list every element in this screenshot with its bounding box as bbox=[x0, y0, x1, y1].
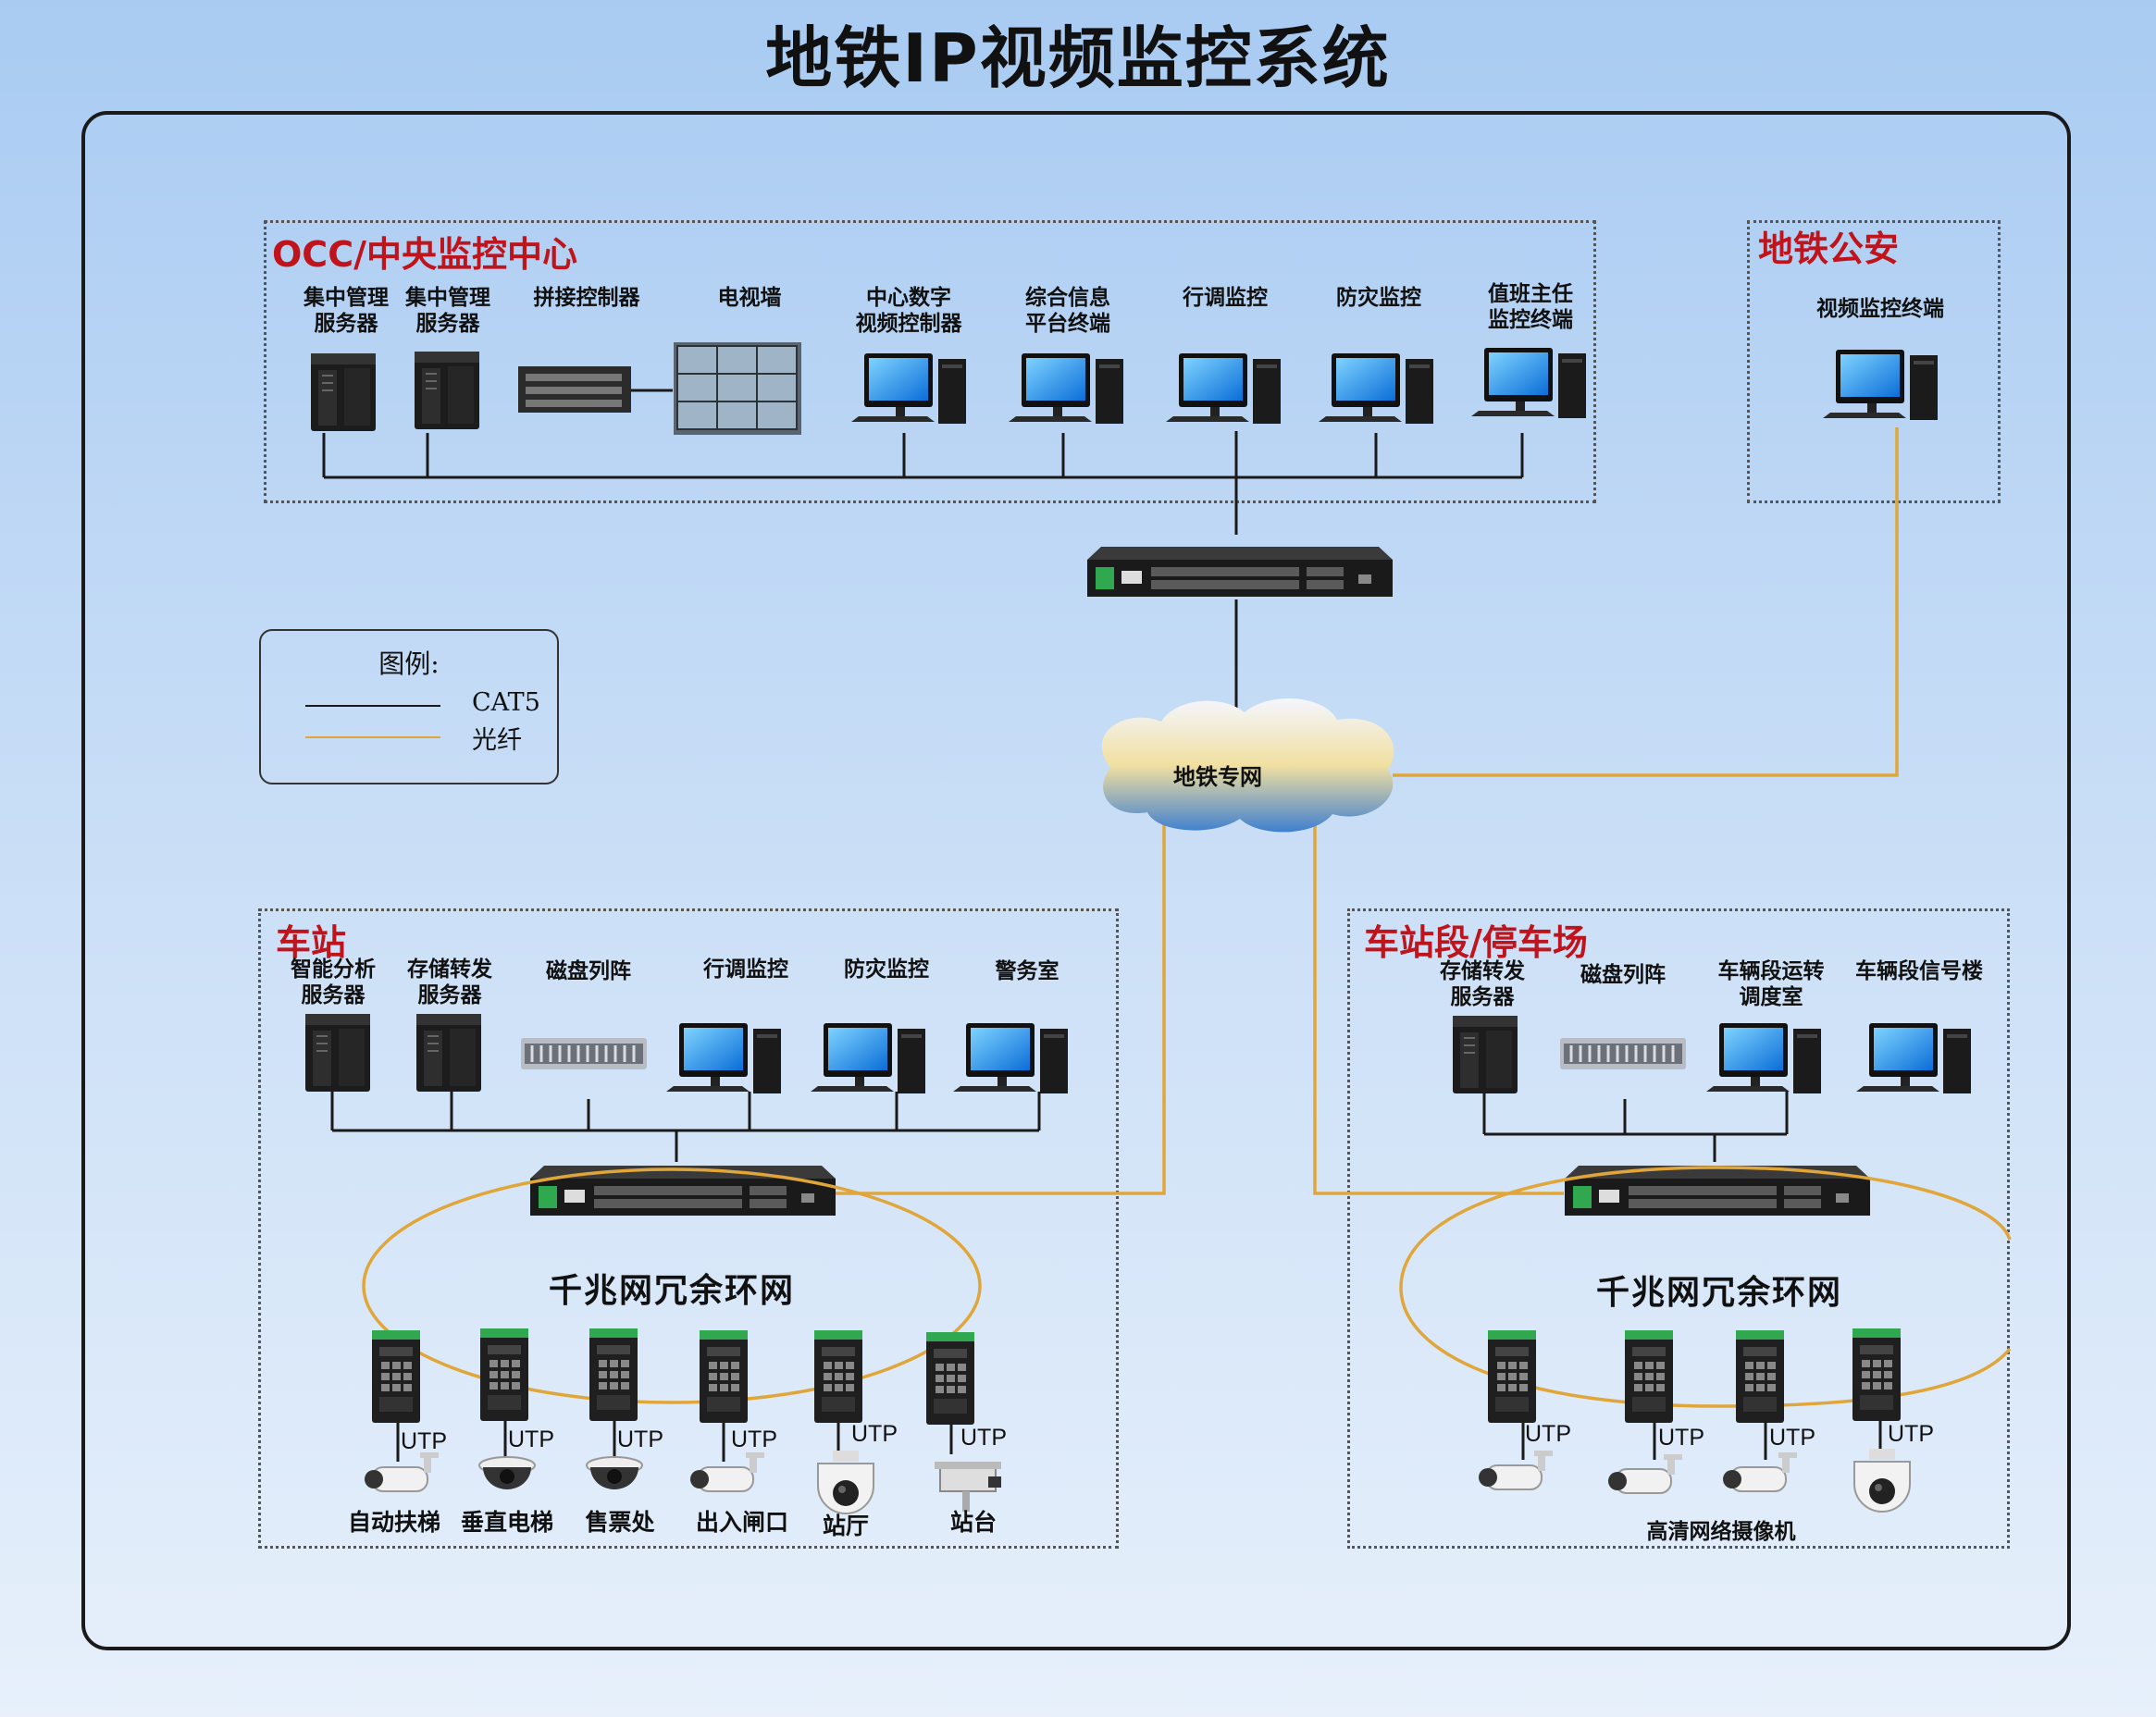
metro-network-label: 地铁专网 bbox=[1173, 764, 1262, 790]
occ-device-label: 值班主任 监控终端 bbox=[1488, 282, 1573, 332]
station-device-label: 行调监控 bbox=[703, 957, 788, 982]
station-utp-label: UTP bbox=[401, 1428, 447, 1454]
station-camera-label: 自动扶梯 bbox=[347, 1509, 441, 1536]
station-device-label: 磁盘列阵 bbox=[546, 959, 631, 983]
legend-fiber-line bbox=[305, 736, 440, 738]
metro-network-cloud bbox=[1101, 698, 1394, 833]
occ-device-label: 集中管理 服务器 bbox=[405, 286, 490, 336]
station-utp-label: UTP bbox=[960, 1425, 1007, 1451]
depot-device-label: 车辆段信号楼 bbox=[1855, 959, 1983, 983]
depot-device-label: 存储转发 服务器 bbox=[1440, 959, 1525, 1009]
occ-zone bbox=[264, 220, 1596, 503]
station-camera-label: 出入闸口 bbox=[695, 1509, 789, 1536]
station-zone bbox=[258, 908, 1119, 1549]
system-frame bbox=[81, 111, 2071, 1650]
station-camera-label: 垂直电梯 bbox=[460, 1509, 554, 1536]
occ-device-label: 综合信息 平台终端 bbox=[1025, 286, 1110, 336]
station-utp-label: UTP bbox=[508, 1427, 554, 1452]
station-device-label: 防灾监控 bbox=[844, 957, 929, 982]
police-zone bbox=[1747, 220, 2001, 503]
legend-box: 图例: CAT5 光纤 bbox=[259, 629, 559, 784]
page-title: 地铁IP视频监控系统 bbox=[765, 19, 1391, 97]
station-device-label: 警务室 bbox=[995, 959, 1059, 983]
legend-cat5-line bbox=[305, 705, 440, 707]
station-camera-label: 站台 bbox=[949, 1509, 997, 1536]
legend-cat5-label: CAT5 bbox=[472, 688, 540, 717]
occ-device-label: 拼接控制器 bbox=[533, 286, 640, 310]
police-title: 地铁公安 bbox=[1758, 229, 1900, 269]
station-device-label: 智能分析 服务器 bbox=[291, 957, 376, 1007]
depot-utp-label: UTP bbox=[1769, 1425, 1815, 1451]
station-ring-label: 千兆网冗余环网 bbox=[548, 1272, 796, 1310]
station-utp-label: UTP bbox=[851, 1421, 898, 1447]
depot-utp-label: UTP bbox=[1888, 1421, 1934, 1447]
depot-device-label: 车辆段运转 调度室 bbox=[1717, 959, 1825, 1009]
occ-device-label: 行调监控 bbox=[1183, 286, 1268, 310]
occ-device-label: 防灾监控 bbox=[1336, 286, 1421, 310]
station-camera-label: 售票处 bbox=[585, 1509, 655, 1536]
legend-title: 图例: bbox=[378, 649, 440, 679]
station-utp-label: UTP bbox=[731, 1427, 777, 1452]
occ-device-label: 电视墙 bbox=[717, 286, 782, 310]
depot-zone bbox=[1347, 908, 2010, 1549]
legend-fiber-label: 光纤 bbox=[472, 726, 522, 755]
depot-utp-label: UTP bbox=[1525, 1421, 1571, 1447]
occ-devices bbox=[310, 342, 1586, 435]
station-title: 车站 bbox=[276, 922, 347, 963]
police-device-label: 视频监控终端 bbox=[1816, 297, 1944, 321]
occ-device-label: 中心数字 视频控制器 bbox=[855, 286, 962, 336]
station-utp-label: UTP bbox=[617, 1427, 663, 1452]
occ-device-label: 集中管理 服务器 bbox=[304, 286, 389, 336]
station-camera-label: 站厅 bbox=[822, 1513, 870, 1539]
occ-title: OCC/中央监控中心 bbox=[272, 234, 577, 275]
depot-utp-label: UTP bbox=[1658, 1425, 1704, 1451]
depot-device-label: 磁盘列阵 bbox=[1580, 963, 1666, 987]
station-device-label: 存储转发 服务器 bbox=[407, 957, 492, 1007]
depot-cameras-caption: 高清网络摄像机 bbox=[1646, 1520, 1796, 1544]
depot-ring-label: 千兆网冗余环网 bbox=[1595, 1274, 1843, 1312]
depot-title: 车站段/停车场 bbox=[1364, 922, 1588, 963]
